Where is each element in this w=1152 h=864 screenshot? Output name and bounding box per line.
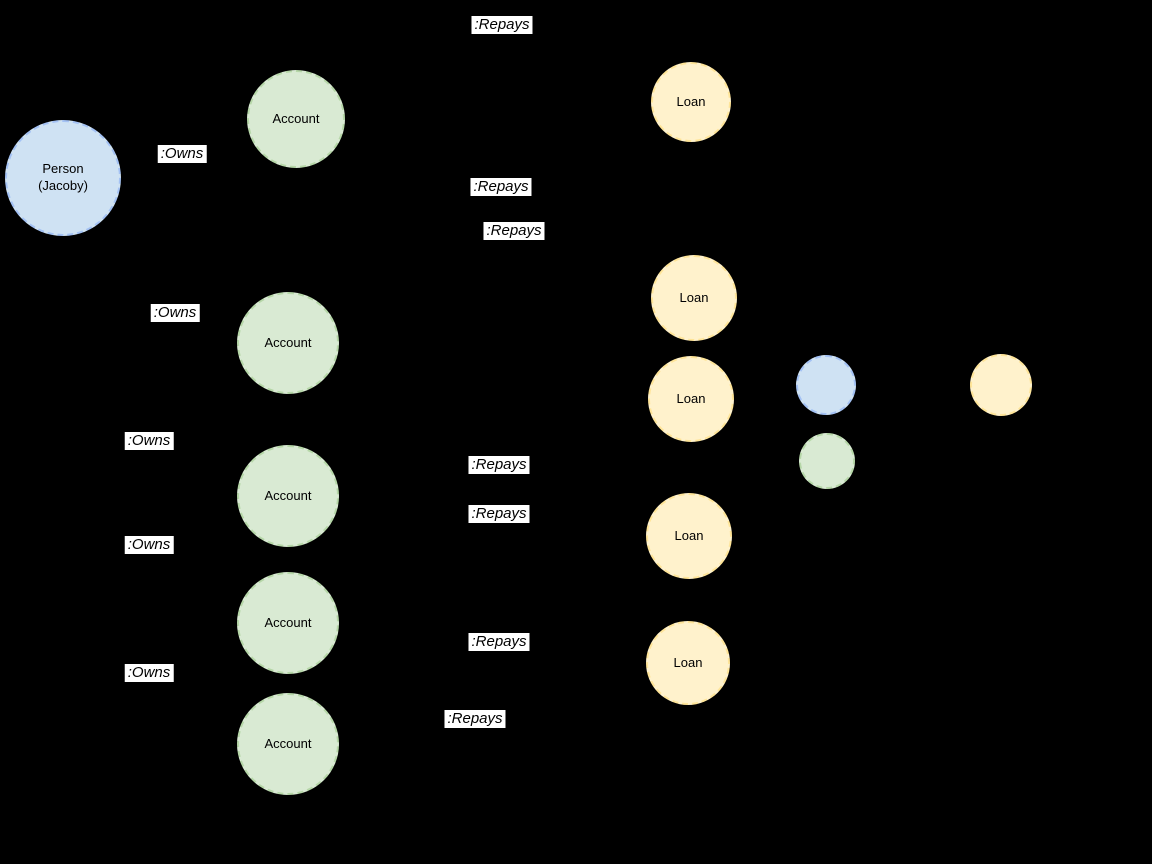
edge-label-repays-3: :Repays bbox=[483, 222, 545, 240]
node-label: Account bbox=[264, 334, 312, 350]
small-node-blue-node bbox=[796, 355, 856, 415]
edge-label-owns-5: :Owns bbox=[124, 432, 174, 450]
edge-label-owns-1: :Owns bbox=[157, 145, 207, 163]
node-label: Account bbox=[264, 735, 312, 751]
node-label: Loan bbox=[676, 390, 706, 406]
node-label: Loan bbox=[673, 654, 703, 670]
edge-label-repays-2: :Repays bbox=[470, 178, 532, 196]
node-label: Loan bbox=[674, 527, 704, 543]
loan-1-node: Loan bbox=[651, 62, 731, 142]
edge-label-repays-6: :Repays bbox=[468, 456, 530, 474]
loan-2-node: Loan bbox=[651, 255, 737, 341]
node-label: Account bbox=[272, 110, 320, 126]
node-label: Person (Jacoby) bbox=[38, 161, 88, 193]
loan-3-node: Loan bbox=[648, 356, 734, 442]
account-5-node: Account bbox=[237, 693, 339, 795]
node-label: Loan bbox=[679, 289, 709, 305]
node-label: Loan bbox=[676, 93, 706, 109]
small-node-green-node bbox=[799, 433, 855, 489]
edge-label-repays-11: :Repays bbox=[444, 710, 506, 728]
small-node-yellow-node bbox=[970, 354, 1032, 416]
node-label: Account bbox=[264, 614, 312, 630]
edge-label-repays-0: :Repays bbox=[471, 16, 533, 34]
edge-label-owns-4: :Owns bbox=[150, 304, 200, 322]
edge-label-repays-9: :Repays bbox=[468, 633, 530, 651]
account-3-node: Account bbox=[237, 445, 339, 547]
loan-4-node: Loan bbox=[646, 493, 732, 579]
node-label: Account bbox=[264, 487, 312, 503]
edge-label-owns-10: :Owns bbox=[124, 664, 174, 682]
person-jacoby-node: Person (Jacoby) bbox=[5, 120, 121, 236]
loan-5-node: Loan bbox=[646, 621, 730, 705]
account-1-node: Account bbox=[247, 70, 345, 168]
account-2-node: Account bbox=[237, 292, 339, 394]
account-4-node: Account bbox=[237, 572, 339, 674]
edge-label-owns-8: :Owns bbox=[124, 536, 174, 554]
edge-label-repays-7: :Repays bbox=[468, 505, 530, 523]
